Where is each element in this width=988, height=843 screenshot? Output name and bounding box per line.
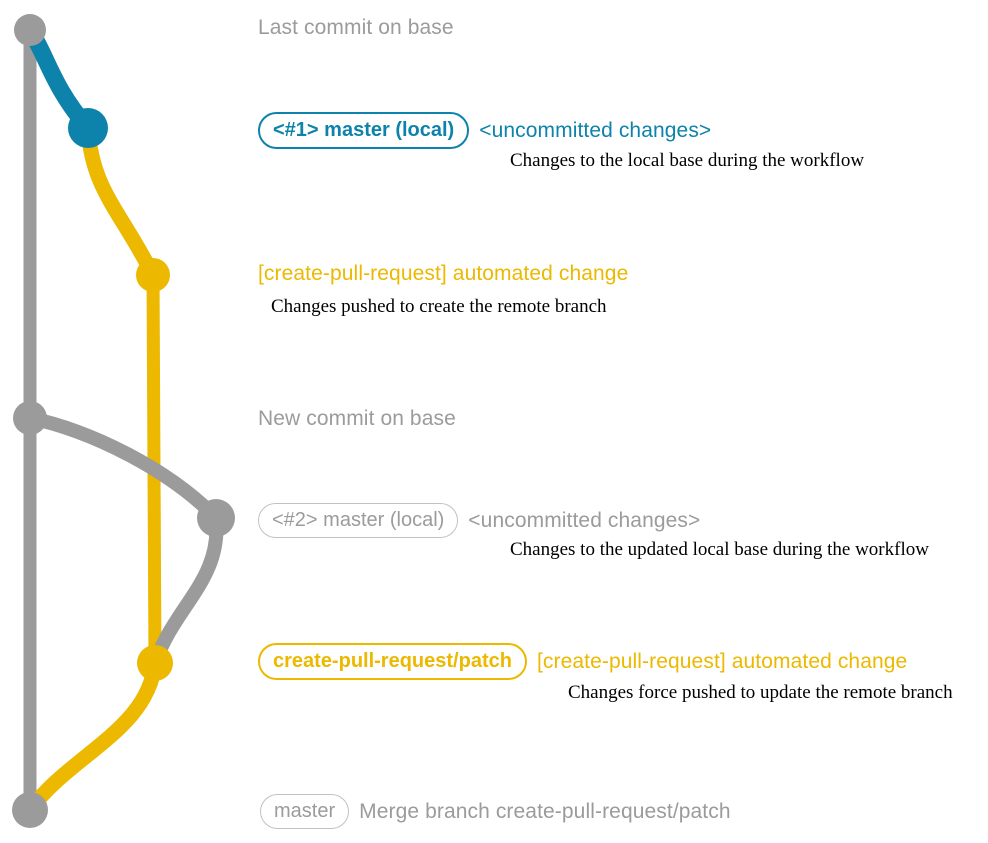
commit-node-base-new-commit[interactable] — [13, 401, 47, 435]
entry-headline: [create-pull-request] automated change — [258, 262, 629, 285]
entry-local-master-1: <#1> master (local) <uncommitted changes… — [258, 112, 711, 149]
branch-badge-master[interactable]: master — [260, 794, 350, 829]
entry-subline-local-master-1: Changes to the local base during the wor… — [510, 150, 865, 171]
entry-subline-local-master-2: Changes to the updated local base during… — [510, 539, 929, 560]
entry-last-commit-on-base: Last commit on base — [258, 16, 454, 40]
commit-node-local-master-1[interactable] — [68, 108, 108, 148]
commit-node-automated-change-1[interactable] — [136, 258, 170, 292]
commit-node-merge-commit[interactable] — [12, 792, 48, 828]
entry-merge-commit: master Merge branch create-pull-request/… — [260, 794, 731, 829]
branch-line-local-master-2 — [23, 411, 223, 525]
entry-headline: <uncommitted changes> — [468, 508, 701, 532]
branch-badge-create-pull-request-patch[interactable]: create-pull-request/patch — [258, 643, 527, 680]
entry-headline: Merge branch create-pull-request/patch — [359, 799, 731, 823]
entry-subline-automated-change-1: Changes pushed to create the remote bran… — [271, 296, 607, 317]
branch-line-rebase-onto-patch — [148, 511, 224, 670]
commit-node-automated-change-2[interactable] — [137, 645, 173, 681]
commit-node-local-master-2[interactable] — [197, 499, 235, 537]
entry-automated-change-1: [create-pull-request] automated change — [258, 262, 628, 286]
commit-node-base-last-commit[interactable] — [14, 14, 46, 46]
branch-badge-local-master-1[interactable]: <#1> master (local) — [258, 112, 470, 149]
entry-headline: New commit on base — [258, 407, 456, 430]
entry-automated-change-2: create-pull-request/patch [create-pull-r… — [258, 643, 907, 680]
entry-headline: <uncommitted changes> — [479, 118, 712, 142]
branch-line-automated-change-1 — [80, 120, 161, 283]
entry-headline: Last commit on base — [258, 16, 454, 39]
entry-local-master-2: <#2> master (local) <uncommitted changes… — [258, 503, 700, 538]
branch-line-merge-into-master — [22, 655, 163, 818]
entry-new-commit-on-base: New commit on base — [258, 407, 456, 431]
git-graph — [12, 14, 235, 828]
entry-subline-automated-change-2: Changes force pushed to update the remot… — [568, 682, 953, 703]
branch-badge-local-master-2[interactable]: <#2> master (local) — [258, 503, 459, 538]
entry-headline: [create-pull-request] automated change — [536, 649, 908, 673]
